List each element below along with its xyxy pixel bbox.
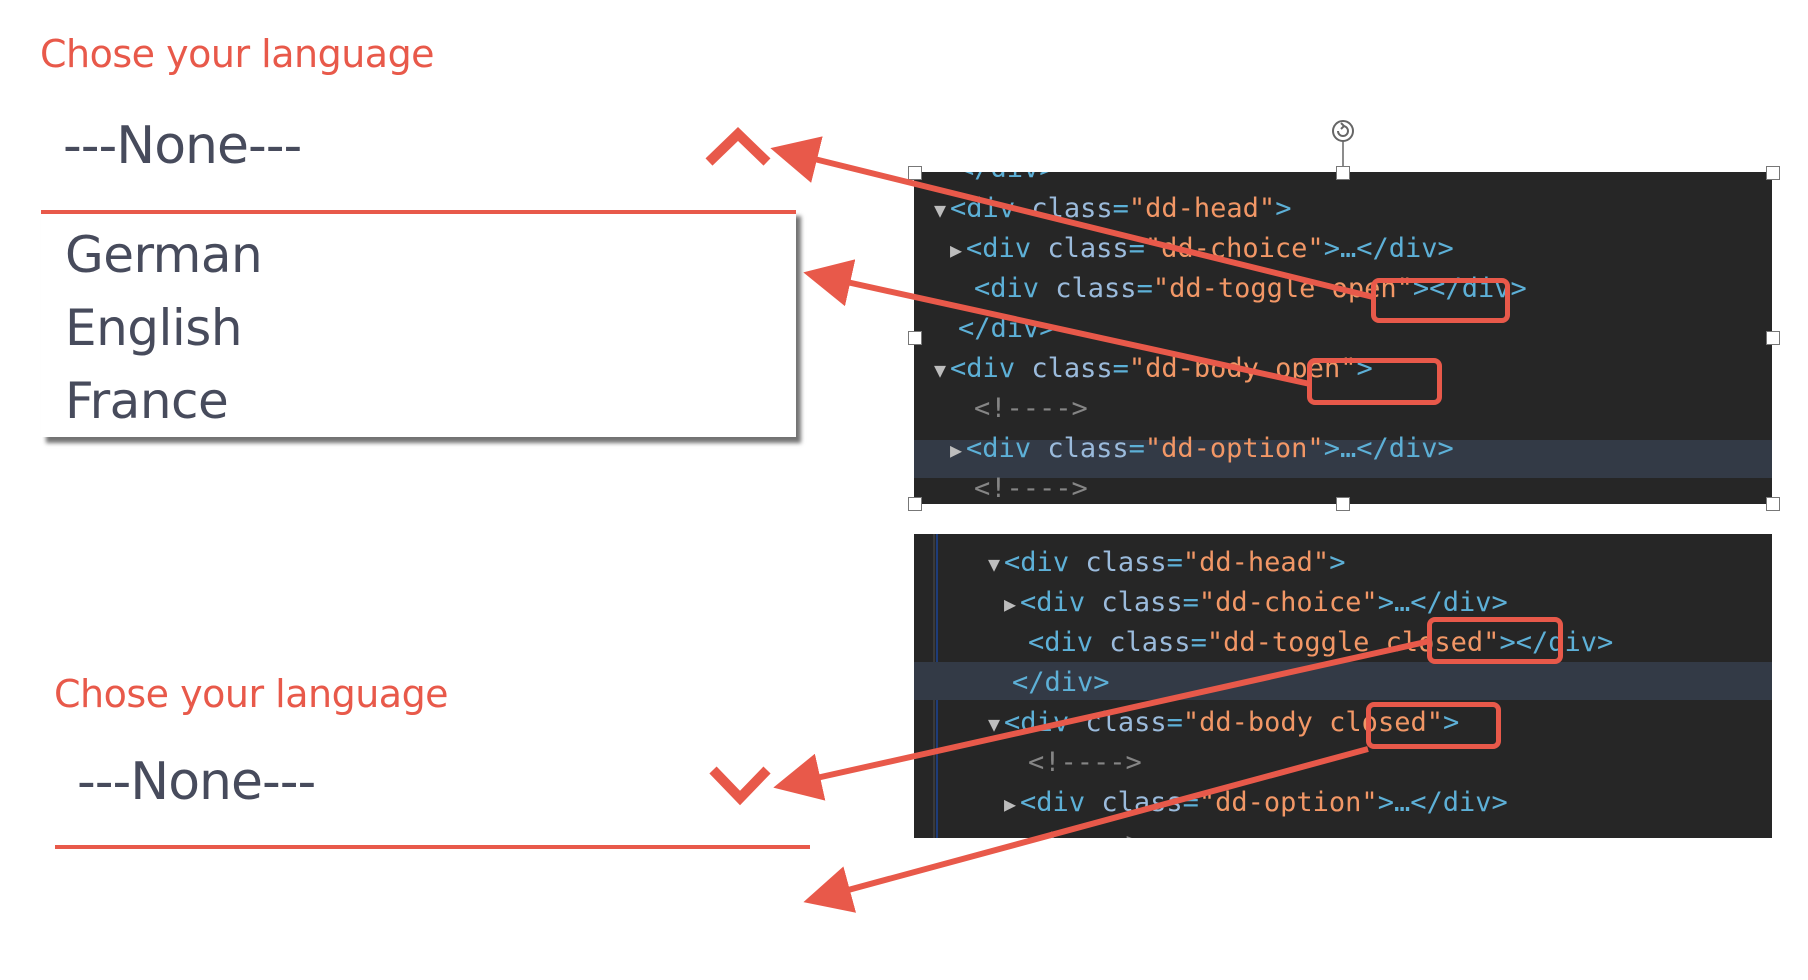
code-token: >…</div> xyxy=(1377,587,1508,618)
arrow-body-open xyxy=(803,259,1311,387)
code-line[interactable]: <div class="dd-toggle open"></div> xyxy=(974,270,1527,308)
highlighted-row xyxy=(914,662,1772,700)
code-line[interactable]: </div> xyxy=(1012,664,1110,702)
code-token: class xyxy=(1047,433,1129,464)
highlight-box-toggle-open xyxy=(1371,278,1510,323)
code-line[interactable]: <!----> xyxy=(974,390,1088,428)
collapsed-triangle-icon[interactable]: ▶ xyxy=(1004,592,1017,616)
code-token: <div xyxy=(1004,547,1086,578)
code-line[interactable]: ▼<div class="dd-head"> xyxy=(988,544,1346,582)
arrow-toggle-open xyxy=(770,136,1374,300)
code-token: >…</div> xyxy=(1323,433,1454,464)
code-token: </div> xyxy=(1012,667,1110,698)
code-token: "dd-option" xyxy=(1198,787,1378,818)
code-token: class xyxy=(1085,547,1167,578)
code-token: class xyxy=(1101,587,1183,618)
rotate-icon[interactable] xyxy=(1330,118,1356,168)
code-token: ></div> xyxy=(1499,627,1614,658)
resize-handle[interactable] xyxy=(1766,331,1780,345)
code-token: <!----> xyxy=(974,393,1088,424)
dropdown-underline-closed xyxy=(55,845,810,849)
resize-handle[interactable] xyxy=(1336,497,1350,511)
code-token: > xyxy=(1275,193,1292,224)
code-token: >…</div> xyxy=(1377,787,1508,818)
code-token: <div xyxy=(1020,787,1102,818)
highlight-box-body-closed xyxy=(1366,702,1501,749)
collapsed-triangle-icon[interactable]: ▶ xyxy=(950,438,963,462)
code-line[interactable]: <!----> xyxy=(974,470,1088,504)
code-token: <div xyxy=(966,433,1048,464)
code-token: <!----> xyxy=(1028,827,1142,838)
code-token: class xyxy=(1055,273,1137,304)
code-token: = xyxy=(1166,547,1183,578)
code-token: <div xyxy=(974,273,1056,304)
code-token: = xyxy=(1166,707,1183,738)
code-token: = xyxy=(1112,353,1129,384)
code-token: </div> xyxy=(958,172,1056,184)
code-line[interactable]: <!----> xyxy=(1028,824,1142,838)
resize-handle[interactable] xyxy=(1766,497,1780,511)
code-line[interactable]: </div> xyxy=(958,172,1056,188)
code-token: = xyxy=(1182,587,1199,618)
code-token: "dd-body closed" xyxy=(1182,707,1443,738)
code-token: class xyxy=(1109,627,1191,658)
expanded-triangle-icon[interactable]: ▼ xyxy=(988,712,1001,736)
expanded-triangle-icon[interactable]: ▼ xyxy=(988,552,1001,576)
dropdown-option-france[interactable]: France xyxy=(65,372,229,430)
dropdown-selected-closed[interactable]: ---None--- xyxy=(77,752,316,812)
resize-handle[interactable] xyxy=(908,166,922,180)
collapsed-triangle-icon[interactable]: ▶ xyxy=(1004,792,1017,816)
code-token: <div xyxy=(966,233,1048,264)
resize-handle[interactable] xyxy=(908,497,922,511)
dropdown-option-english[interactable]: English xyxy=(65,299,243,357)
devtools-panel-open: </div>▼<div class="dd-head">▶<div class=… xyxy=(914,172,1772,504)
arrow-body-closed xyxy=(803,746,1369,913)
code-token: <!----> xyxy=(1028,747,1142,778)
dropdown-label-open: Chose your language xyxy=(40,32,435,76)
code-line[interactable]: <div class="dd-toggle closed"></div> xyxy=(1028,624,1613,662)
code-line[interactable]: <!----> xyxy=(1028,744,1142,782)
dropdown-selected-open[interactable]: ---None--- xyxy=(63,116,302,176)
code-token: "dd-head" xyxy=(1182,547,1330,578)
code-token: <div xyxy=(1028,627,1110,658)
expanded-triangle-icon[interactable]: ▼ xyxy=(934,198,947,222)
collapsed-triangle-icon[interactable]: ▶ xyxy=(950,238,963,262)
code-token: = xyxy=(1136,273,1153,304)
code-token: "dd-toggle open" xyxy=(1152,273,1413,304)
code-token: class xyxy=(1047,233,1129,264)
resize-handle[interactable] xyxy=(1766,166,1780,180)
code-token: = xyxy=(1128,433,1145,464)
resize-handle[interactable] xyxy=(1336,166,1350,180)
chevron-down-icon[interactable] xyxy=(707,762,773,806)
code-line[interactable]: ▼<div class="dd-head"> xyxy=(934,190,1292,228)
code-line[interactable]: ▶<div class="dd-option">…</div> xyxy=(950,430,1454,468)
code-token: = xyxy=(1112,193,1129,224)
code-token: <div xyxy=(1020,587,1102,618)
code-token: <div xyxy=(950,353,1032,384)
dropdown-label-closed: Chose your language xyxy=(54,672,449,716)
dropdown-menu-open: German English France xyxy=(41,210,796,437)
code-token: "dd-option" xyxy=(1144,433,1324,464)
code-token: = xyxy=(1190,627,1207,658)
highlighted-row xyxy=(914,440,1772,478)
resize-handle[interactable] xyxy=(908,331,922,345)
code-token: > xyxy=(1329,547,1346,578)
code-token: class xyxy=(1031,353,1113,384)
code-token: >…</div> xyxy=(1323,233,1454,264)
devtools-panel-closed: ▼<div class="dd-head">▶<div class="dd-ch… xyxy=(914,534,1772,838)
expanded-triangle-icon[interactable]: ▼ xyxy=(934,358,947,382)
chevron-up-icon[interactable] xyxy=(703,124,773,168)
code-token: "dd-head" xyxy=(1128,193,1276,224)
arrow-toggle-closed xyxy=(773,638,1431,801)
code-token: "dd-toggle closed" xyxy=(1206,627,1500,658)
code-token: "dd-choice" xyxy=(1198,587,1378,618)
dropdown-option-german[interactable]: German xyxy=(65,226,263,284)
code-line[interactable]: ▶<div class="dd-choice">…</div> xyxy=(1004,584,1508,622)
code-token: > xyxy=(1442,707,1460,738)
code-token: <!----> xyxy=(974,473,1088,504)
